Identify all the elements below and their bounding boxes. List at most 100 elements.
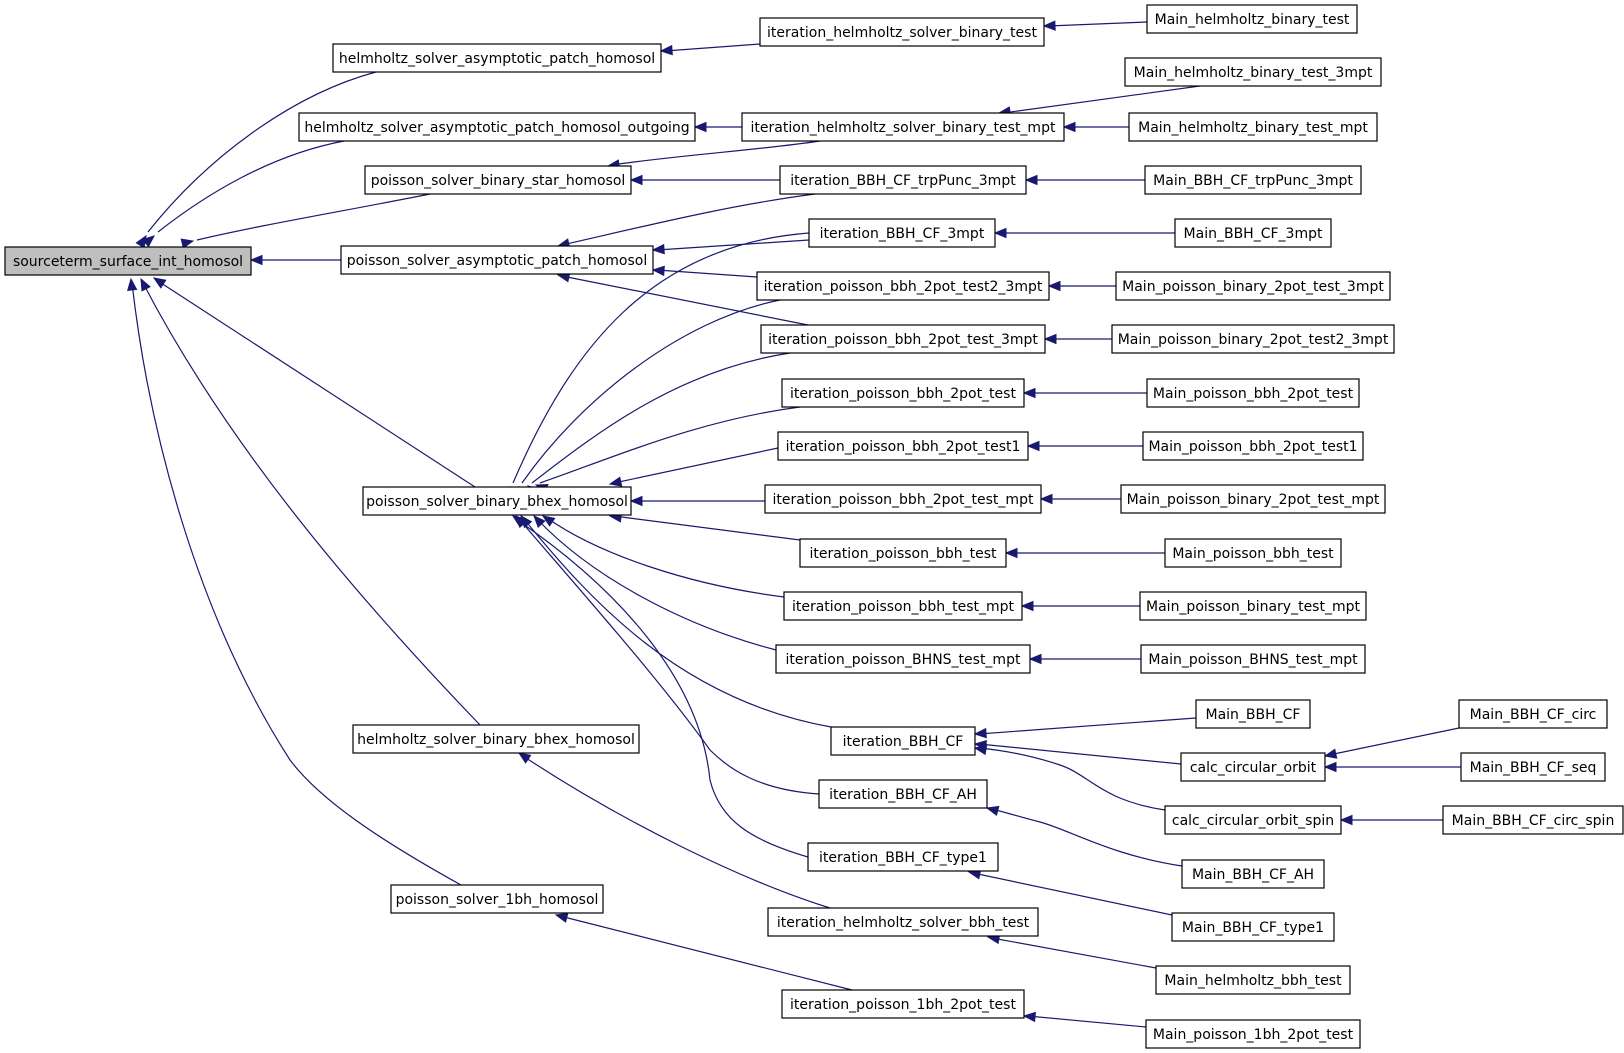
node-cco[interactable]: calc_circular_orbit bbox=[1180, 752, 1326, 782]
node-ibctp3[interactable]: iteration_BBH_CF_trpPunc_3mpt bbox=[779, 165, 1027, 195]
node-label: iteration_poisson_bbh_2pot_test_mpt bbox=[773, 492, 1034, 508]
node-ccos[interactable]: calc_circular_orbit_spin bbox=[1164, 805, 1342, 835]
edge-arrowhead bbox=[180, 238, 195, 249]
node-ipb2t[interactable]: iteration_poisson_bbh_2pot_test bbox=[781, 378, 1025, 408]
edge-ipb2t23-to-psaph bbox=[651, 265, 758, 278]
node-hsapho[interactable]: helmholtz_solver_asymptotic_patch_homoso… bbox=[298, 112, 696, 142]
node-box bbox=[352, 724, 640, 754]
node-box bbox=[1115, 271, 1391, 301]
node-label: Main_BBH_CF_3mpt bbox=[1184, 226, 1323, 242]
node-mbctp3[interactable]: Main_BBH_CF_trpPunc_3mpt bbox=[1144, 165, 1362, 195]
node-ibc[interactable]: iteration_BBH_CF bbox=[830, 726, 976, 756]
node-label: calc_circular_orbit bbox=[1190, 760, 1317, 776]
node-label: Main_helmholtz_binary_test_3mpt bbox=[1134, 65, 1373, 81]
edge-hsbbh-to-root bbox=[140, 277, 481, 726]
node-label: sourceterm_surface_int_homosol bbox=[13, 254, 243, 270]
node-ps1bh[interactable]: poisson_solver_1bh_homosol bbox=[390, 884, 604, 914]
node-label: iteration_BBH_CF_AH bbox=[829, 787, 977, 803]
node-box bbox=[799, 538, 1007, 568]
node-mpbhns[interactable]: Main_poisson_BHNS_test_mpt bbox=[1140, 644, 1366, 674]
edge-mbctp3-to-ibctp3 bbox=[1024, 174, 1145, 186]
node-mhbt3[interactable]: Main_helmholtz_binary_test_3mpt bbox=[1124, 57, 1382, 87]
edge-ipb2tm-to-psbbh bbox=[629, 495, 765, 507]
node-mbccs[interactable]: Main_BBH_CF_circ_spin bbox=[1442, 805, 1624, 835]
node-mbcah[interactable]: Main_BBH_CF_AH bbox=[1181, 859, 1325, 889]
node-label: iteration_BBH_CF_type1 bbox=[819, 850, 987, 866]
node-label: poisson_solver_binary_bhex_homosol bbox=[366, 494, 628, 510]
edge-line bbox=[978, 747, 1166, 811]
edge-line bbox=[196, 193, 431, 241]
node-psbsh[interactable]: poisson_solver_binary_star_homosol bbox=[364, 165, 632, 195]
node-label: Main_BBH_CF_AH bbox=[1192, 867, 1314, 883]
edge-mpb2tm-to-ipb2tm bbox=[1039, 493, 1121, 505]
edge-line bbox=[539, 406, 801, 484]
node-psbbh[interactable]: poisson_solver_binary_bhex_homosol bbox=[362, 486, 632, 516]
node-ipb2t23[interactable]: iteration_poisson_bbh_2pot_test2_3mpt bbox=[756, 271, 1050, 301]
node-ibct1[interactable]: iteration_BBH_CF_type1 bbox=[807, 842, 999, 872]
node-box bbox=[1128, 112, 1378, 142]
node-mbcs[interactable]: Main_BBH_CF_seq bbox=[1460, 752, 1606, 782]
node-mpbt[interactable]: Main_poisson_bbh_test bbox=[1164, 538, 1342, 568]
node-label: iteration_BBH_CF_3mpt bbox=[820, 226, 985, 242]
edge-line bbox=[546, 517, 785, 598]
edge-arrowhead bbox=[140, 277, 151, 292]
edge-ipb2t3-to-psbbh bbox=[526, 352, 791, 498]
node-mbct1[interactable]: Main_BBH_CF_type1 bbox=[1171, 912, 1335, 942]
node-mpbb2t1[interactable]: Main_poisson_bbh_2pot_test1 bbox=[1142, 431, 1364, 461]
node-label: iteration_helmholtz_solver_bbh_test bbox=[777, 915, 1030, 931]
node-hsaph[interactable]: helmholtz_solver_asymptotic_patch_homoso… bbox=[332, 43, 662, 73]
node-ibcah[interactable]: iteration_BBH_CF_AH bbox=[818, 779, 988, 809]
node-box bbox=[1174, 218, 1332, 248]
node-label: iteration_poisson_bbh_2pot_test1 bbox=[786, 439, 1021, 455]
node-mbc[interactable]: Main_BBH_CF bbox=[1195, 699, 1311, 729]
edge-line bbox=[972, 872, 1173, 916]
node-box bbox=[1144, 165, 1362, 195]
node-label: helmholtz_solver_asymptotic_patch_homoso… bbox=[339, 51, 655, 67]
node-ipb2t1[interactable]: iteration_poisson_bbh_2pot_test1 bbox=[777, 431, 1029, 461]
node-mbc3[interactable]: Main_BBH_CF_3mpt bbox=[1174, 218, 1332, 248]
edge-line bbox=[561, 193, 816, 246]
edge-mhbbt-to-ihsbbt bbox=[986, 933, 1157, 969]
node-box bbox=[830, 726, 976, 756]
node-root[interactable]: sourceterm_surface_int_homosol bbox=[4, 246, 252, 276]
node-ipbtm[interactable]: iteration_poisson_bbh_test_mpt bbox=[783, 591, 1023, 621]
node-box bbox=[775, 644, 1031, 674]
node-psaph[interactable]: poisson_solver_asymptotic_patch_homosol bbox=[340, 245, 654, 275]
edge-arrowhead bbox=[1026, 440, 1040, 452]
node-mp1b2t[interactable]: Main_poisson_1bh_2pot_test bbox=[1145, 1019, 1361, 1049]
node-ipb2t3[interactable]: iteration_poisson_bbh_2pot_test_3mpt bbox=[760, 324, 1046, 354]
node-mhbt[interactable]: Main_helmholtz_binary_test bbox=[1146, 4, 1358, 34]
node-label: poisson_solver_asymptotic_patch_homosol bbox=[347, 253, 648, 269]
node-mpb2t23[interactable]: Main_poisson_binary_2pot_test2_3mpt bbox=[1111, 324, 1395, 354]
node-ip1b2t[interactable]: iteration_poisson_1bh_2pot_test bbox=[781, 989, 1025, 1019]
node-mhbtm[interactable]: Main_helmholtz_binary_test_mpt bbox=[1128, 112, 1378, 142]
node-ipbhns[interactable]: iteration_poisson_BHNS_test_mpt bbox=[775, 644, 1031, 674]
node-box bbox=[340, 245, 654, 275]
edge-arrowhead bbox=[152, 277, 167, 289]
node-mhbbt[interactable]: Main_helmholtz_bbh_test bbox=[1155, 965, 1351, 995]
edge-mpbt-to-ipbt bbox=[1004, 547, 1165, 559]
edge-arrowhead bbox=[511, 515, 526, 527]
node-layer: sourceterm_surface_int_homosol helmholtz_… bbox=[4, 4, 1624, 1049]
node-ihsbt[interactable]: iteration_helmholtz_solver_binary_test bbox=[759, 17, 1045, 47]
edge-line bbox=[518, 518, 820, 795]
edge-line bbox=[536, 518, 777, 651]
node-label: iteration_poisson_bbh_test bbox=[809, 546, 997, 562]
node-ipb2tm[interactable]: iteration_poisson_bbh_2pot_test_mpt bbox=[764, 484, 1042, 514]
node-mpbtm[interactable]: Main_poisson_binary_test_mpt bbox=[1139, 591, 1367, 621]
edge-mpbtm-to-ipbtm bbox=[1020, 600, 1140, 612]
node-ibc3[interactable]: iteration_BBH_CF_3mpt bbox=[808, 218, 996, 248]
node-mpbb2t[interactable]: Main_poisson_bbh_2pot_test bbox=[1146, 378, 1360, 408]
node-mpb2tm[interactable]: Main_poisson_binary_2pot_test_mpt bbox=[1120, 484, 1386, 514]
edge-arrowhead bbox=[1024, 174, 1038, 186]
edge-arrowhead bbox=[1039, 493, 1053, 505]
edge-line bbox=[990, 808, 1183, 867]
edge-arrowhead bbox=[973, 744, 988, 756]
node-ipbt[interactable]: iteration_poisson_bbh_test bbox=[799, 538, 1007, 568]
node-ihsbtm[interactable]: iteration_helmholtz_solver_binary_test_m… bbox=[741, 112, 1065, 142]
node-box bbox=[808, 218, 996, 248]
node-ihsbbt[interactable]: iteration_helmholtz_solver_bbh_test bbox=[767, 907, 1039, 937]
node-hsbbh[interactable]: helmholtz_solver_binary_bhex_homosol bbox=[352, 724, 640, 754]
node-mbcc[interactable]: Main_BBH_CF_circ bbox=[1458, 699, 1608, 729]
node-mpb2t3[interactable]: Main_poisson_binary_2pot_test_3mpt bbox=[1115, 271, 1391, 301]
